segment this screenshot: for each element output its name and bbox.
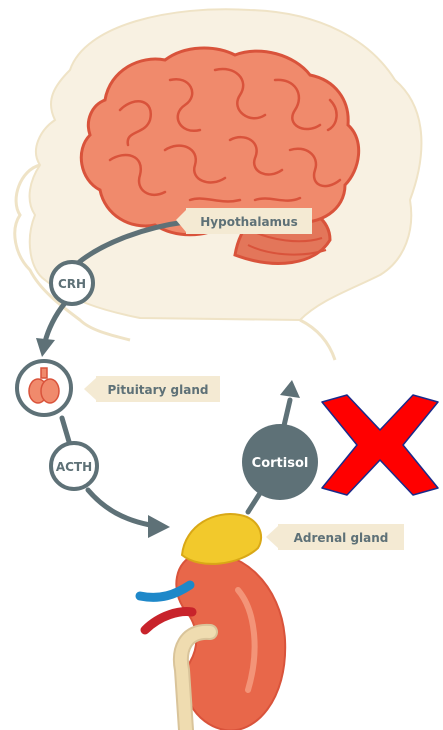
- renal-artery: [145, 612, 192, 630]
- red-x-icon: [322, 395, 438, 495]
- pituitary-label: Pituitary gland: [84, 376, 220, 402]
- arrow-to-pituitary-icon: [36, 338, 55, 357]
- hypothalamus-label: Hypothalamus: [176, 208, 312, 234]
- adrenal-label: Adrenal gland: [266, 524, 404, 550]
- hypothalamus-text: Hypothalamus: [200, 215, 297, 229]
- acth-text: ACTH: [56, 460, 92, 474]
- adrenal-gland: [182, 514, 261, 564]
- pituitary-to-acth-line: [62, 418, 70, 445]
- crh-to-pituitary-line: [45, 303, 65, 342]
- adrenal-text: Adrenal gland: [294, 531, 389, 545]
- acth-node: ACTH: [51, 443, 97, 489]
- pituitary-node: [17, 361, 71, 415]
- acth-to-adrenal-line: [88, 490, 150, 525]
- arrow-to-adrenal-icon: [148, 515, 170, 538]
- cortisol-node: Cortisol: [242, 424, 318, 500]
- arrow-up-icon: [280, 380, 300, 398]
- crh-text: CRH: [58, 277, 86, 291]
- crh-node: CRH: [51, 262, 93, 304]
- pituitary-text: Pituitary gland: [108, 383, 209, 397]
- cortisol-text: Cortisol: [252, 456, 309, 471]
